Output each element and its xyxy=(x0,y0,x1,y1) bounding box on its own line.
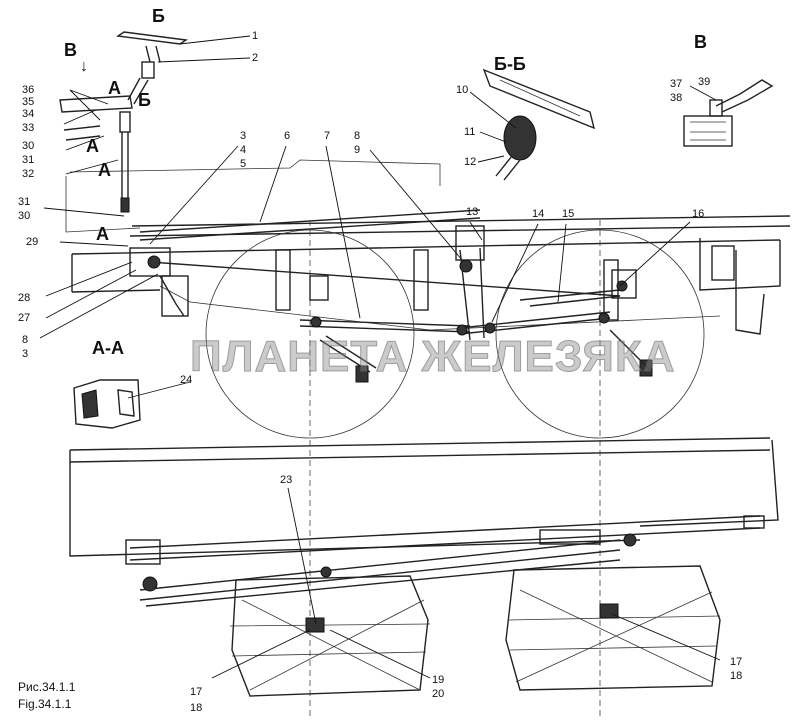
detail-v xyxy=(683,79,774,147)
callout-17-right: 17 xyxy=(730,656,743,668)
callout-6: 6 xyxy=(284,130,291,142)
detail-b-b xyxy=(482,68,596,181)
callout-4: 4 xyxy=(240,144,247,156)
section-a-label-2: А xyxy=(86,136,99,156)
callout-23: 23 xyxy=(280,474,293,486)
view-v-arrow: ↓ xyxy=(80,58,88,75)
callout-31b: 31 xyxy=(18,196,31,208)
callout-29: 29 xyxy=(26,236,39,248)
lower-frame-top-view xyxy=(69,437,779,607)
watermark: ПЛАНЕТА ЖЕЛЕЗЯКА xyxy=(190,332,676,382)
figure-caption-en: Fig.34.1.1 xyxy=(18,697,72,711)
callout-35: 35 xyxy=(22,96,35,108)
shock-absorbers xyxy=(275,249,619,321)
callout-33: 33 xyxy=(22,122,35,134)
callout-12: 12 xyxy=(464,156,477,168)
callout-19: 19 xyxy=(432,674,445,686)
view-v-label: В xyxy=(64,40,77,60)
callout-15: 15 xyxy=(562,208,575,220)
section-a-label-4: А xyxy=(96,224,109,244)
callout-36: 36 xyxy=(22,84,35,96)
callout-34: 34 xyxy=(22,108,35,120)
callout-31: 31 xyxy=(22,154,35,166)
cab-outline xyxy=(69,159,441,186)
figure-caption-ru: Рис.34.1.1 xyxy=(18,680,76,694)
callout-16: 16 xyxy=(692,208,705,220)
upper-frame xyxy=(71,215,791,335)
callout-30: 30 xyxy=(22,140,35,152)
view-v-title: В xyxy=(694,32,707,52)
callout-8b: 8 xyxy=(354,130,361,142)
callout-11: 11 xyxy=(464,126,476,138)
steering-rods xyxy=(149,247,653,383)
callout-13: 13 xyxy=(466,206,479,218)
lower-wheels-top-view xyxy=(229,565,721,697)
section-b-b-title: Б-Б xyxy=(494,54,526,74)
callout-3: 3 xyxy=(22,348,29,360)
callout-3b: 3 xyxy=(240,130,247,142)
section-a-a-title: А-А xyxy=(92,338,124,358)
callout-28: 28 xyxy=(18,292,31,304)
callout-14: 14 xyxy=(532,208,545,220)
callout-18-left: 18 xyxy=(190,702,203,714)
callout-17-left: 17 xyxy=(190,686,203,698)
callout-38: 38 xyxy=(670,92,683,104)
leader-lines xyxy=(39,35,721,679)
rear-wheels-side xyxy=(205,220,705,720)
callout-39: 39 xyxy=(698,76,711,88)
section-b-label-top: Б xyxy=(152,6,165,26)
steering-column xyxy=(59,31,188,213)
section-b-label: Б xyxy=(138,90,151,110)
section-a-label-3: А xyxy=(98,160,111,180)
callout-27: 27 xyxy=(18,312,31,324)
callout-8: 8 xyxy=(22,334,29,346)
callout-7: 7 xyxy=(324,130,331,142)
callout-20: 20 xyxy=(432,688,445,700)
callout-1: 1 xyxy=(252,30,259,42)
detail-a-a xyxy=(73,379,141,429)
callout-18-right: 18 xyxy=(730,670,743,682)
callout-30b: 30 xyxy=(18,210,31,222)
callout-37: 37 xyxy=(670,78,683,90)
brackets xyxy=(455,225,637,299)
section-a-label-1: А xyxy=(108,78,121,98)
callout-32: 32 xyxy=(22,168,35,180)
callout-2: 2 xyxy=(252,52,259,64)
callout-9: 9 xyxy=(354,144,361,156)
callout-5: 5 xyxy=(240,158,247,170)
callout-10: 10 xyxy=(456,84,469,96)
steering-gear xyxy=(129,247,189,317)
callout-24: 24 xyxy=(180,374,193,386)
